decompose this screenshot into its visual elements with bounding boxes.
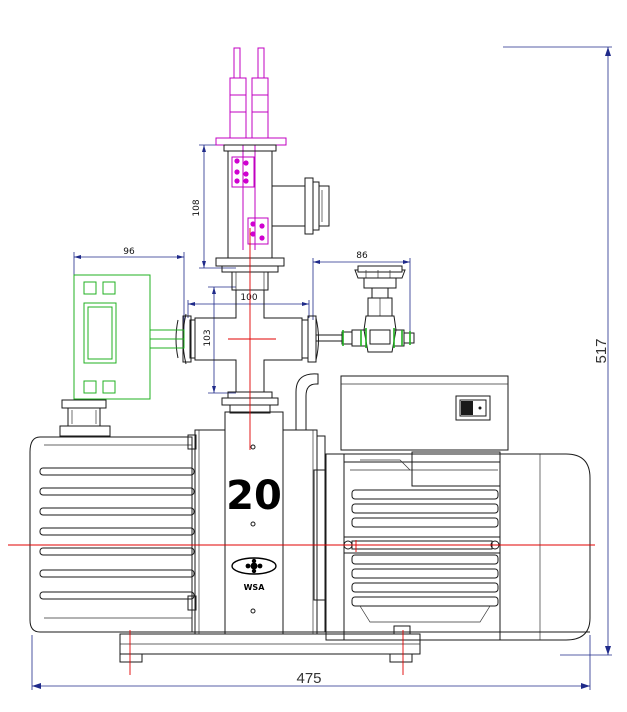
model-number: 20 (226, 473, 282, 519)
gauge-width-label: 96 (123, 247, 135, 257)
dimension-overall-width: 475 (31, 635, 591, 690)
column-height-label: 108 (192, 199, 202, 216)
gauge-sensor-head (215, 47, 287, 250)
cross-fitting (175, 290, 319, 414)
centerlines (8, 228, 595, 675)
cross-height-label: 103 (203, 329, 213, 346)
dimension-column-height: 108 (192, 144, 236, 269)
brand-name: WSA (244, 583, 266, 592)
valve-green-markers (342, 328, 411, 348)
pump-body (29, 399, 197, 633)
dimension-overall-height: 517 (503, 46, 612, 656)
terminal-dots (234, 158, 265, 241)
bleed-valve (315, 265, 415, 353)
base-frame (40, 631, 590, 663)
vacuum-column (215, 144, 330, 291)
overall-width-label: 475 (296, 670, 321, 687)
vacuum-controller (73, 274, 185, 400)
motor (325, 375, 591, 641)
dimension-cross-width: 100 (187, 293, 310, 318)
valve-offset-label: 86 (356, 251, 368, 261)
cross-width-label: 100 (240, 293, 257, 303)
brand-logo (231, 557, 277, 575)
dimension-gauge-width: 96 (73, 247, 185, 330)
overall-height-label: 517 (593, 338, 610, 363)
dimension-valve-offset: 86 (312, 251, 411, 345)
dimension-cross-height: 103 (203, 286, 236, 394)
